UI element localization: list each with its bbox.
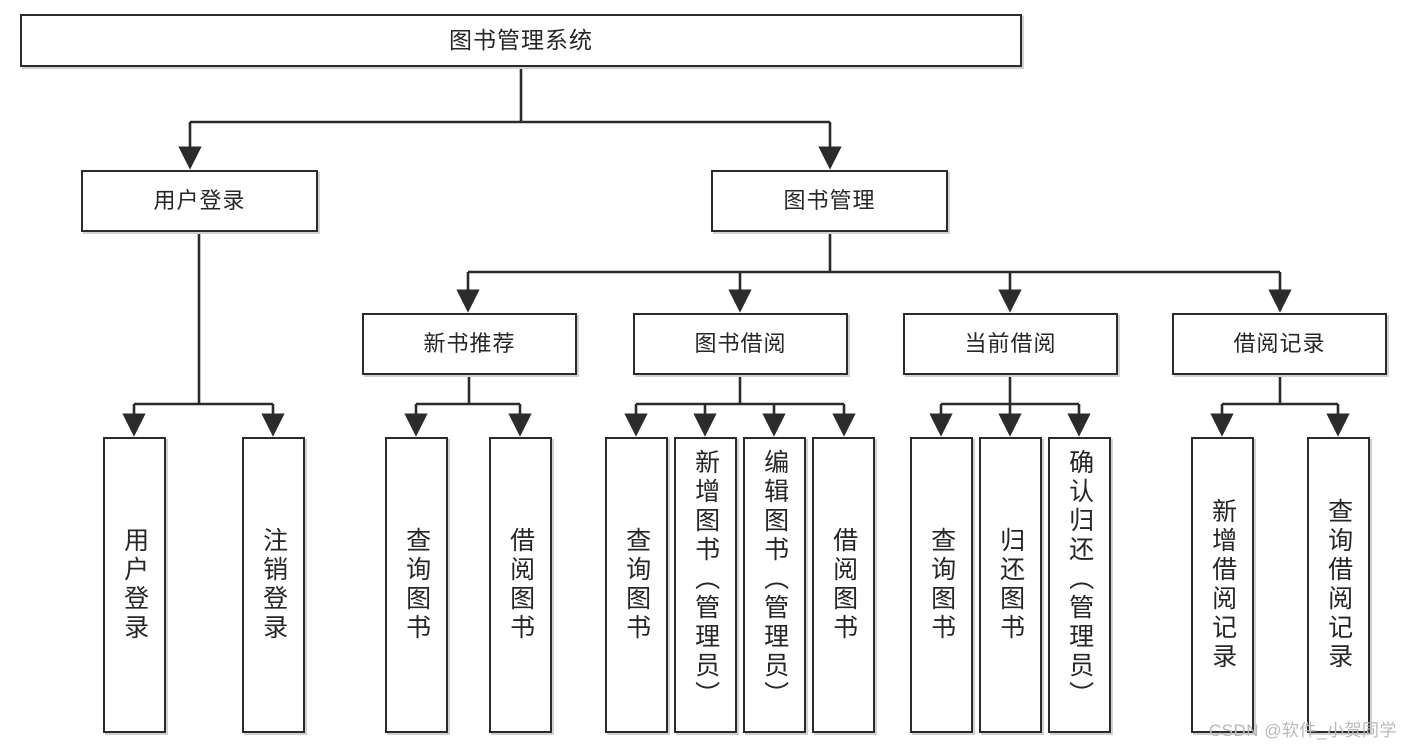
leaf-borrow-add-book-admin[interactable]: 新增图书（管理员） xyxy=(674,437,737,733)
node-label: 借阅图书 xyxy=(506,527,535,643)
leaf-current-confirm-return-admin[interactable]: 确认归还（管理员） xyxy=(1048,437,1111,733)
node-label: 用户登录 xyxy=(120,527,149,643)
node-label: 图书管理 xyxy=(783,188,876,214)
node-label: 查询借阅记录 xyxy=(1324,498,1353,672)
csdn-watermark: CSDN @软件_小贺同学 xyxy=(1208,721,1397,740)
node-user-login[interactable]: 用户登录 xyxy=(81,170,318,232)
leaf-borrow-edit-book-admin[interactable]: 编辑图书（管理员） xyxy=(743,437,806,733)
leaf-borrow-borrow-book[interactable]: 借阅图书 xyxy=(812,437,875,733)
node-label: 借阅图书 xyxy=(829,527,858,643)
node-current-borrow[interactable]: 当前借阅 xyxy=(903,313,1118,375)
leaf-borrow-query-book[interactable]: 查询图书 xyxy=(605,437,668,733)
node-borrow-records[interactable]: 借阅记录 xyxy=(1172,313,1387,375)
node-label: 查询图书 xyxy=(927,527,956,643)
node-label: 新增图书（管理员） xyxy=(691,449,720,710)
node-label: 用户登录 xyxy=(153,188,246,214)
leaf-records-query-record[interactable]: 查询借阅记录 xyxy=(1307,437,1370,733)
node-label: 新书推荐 xyxy=(423,331,516,357)
node-new-book-recommend[interactable]: 新书推荐 xyxy=(362,313,577,375)
node-label: 新增借阅记录 xyxy=(1208,498,1237,672)
leaf-records-add-record[interactable]: 新增借阅记录 xyxy=(1191,437,1254,733)
node-label: 查询图书 xyxy=(622,527,651,643)
node-book-management[interactable]: 图书管理 xyxy=(711,170,948,232)
node-label: 图书借阅 xyxy=(694,331,787,357)
leaf-user-login-login[interactable]: 用户登录 xyxy=(103,437,166,733)
leaf-recommend-borrow-book[interactable]: 借阅图书 xyxy=(489,437,552,733)
leaf-user-login-logout[interactable]: 注销登录 xyxy=(242,437,305,733)
node-label: 确认归还（管理员） xyxy=(1065,449,1094,710)
node-label: 编辑图书（管理员） xyxy=(760,449,789,710)
leaf-recommend-query-book[interactable]: 查询图书 xyxy=(385,437,448,733)
leaf-current-return-book[interactable]: 归还图书 xyxy=(979,437,1042,733)
node-book-borrow[interactable]: 图书借阅 xyxy=(633,313,848,375)
node-label: 查询图书 xyxy=(402,527,431,643)
leaf-current-query-book[interactable]: 查询图书 xyxy=(910,437,973,733)
node-label: 借阅记录 xyxy=(1233,331,1326,357)
node-label: 归还图书 xyxy=(996,527,1025,643)
node-label: 图书管理系统 xyxy=(449,27,593,54)
node-label: 当前借阅 xyxy=(964,331,1057,357)
node-root-system[interactable]: 图书管理系统 xyxy=(20,14,1022,67)
node-label: 注销登录 xyxy=(259,527,288,643)
